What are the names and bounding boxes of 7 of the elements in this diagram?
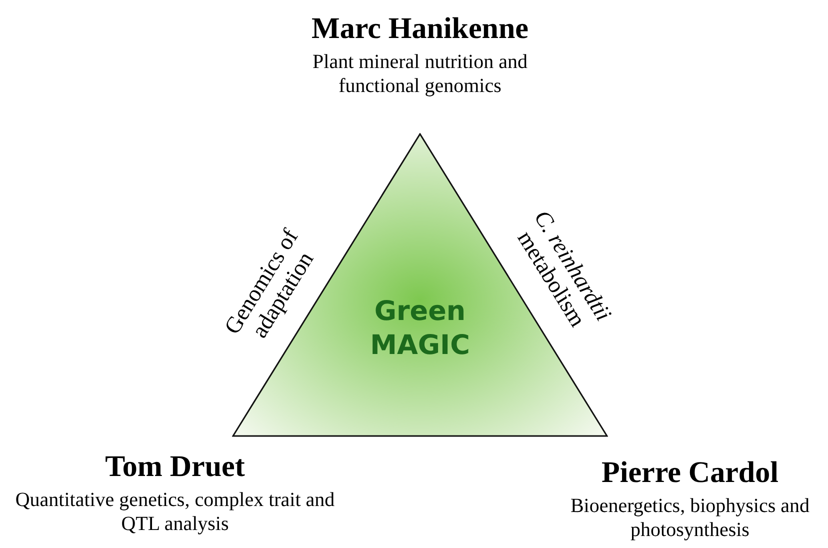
person-name: Pierre Cardol xyxy=(600,456,780,490)
center-title: Green MAGIC xyxy=(369,295,471,362)
research-description: Plant mineral nutrition and functional genomics xyxy=(312,50,528,98)
research-description: Quantitative genetics, complex trait and QTL analysis xyxy=(15,488,335,536)
person-name: Marc Hanikenne xyxy=(310,12,530,46)
person-name: Tom Druet xyxy=(104,450,246,484)
research-description: Bioenergetics, biophysics and photosynthesis xyxy=(569,494,811,542)
